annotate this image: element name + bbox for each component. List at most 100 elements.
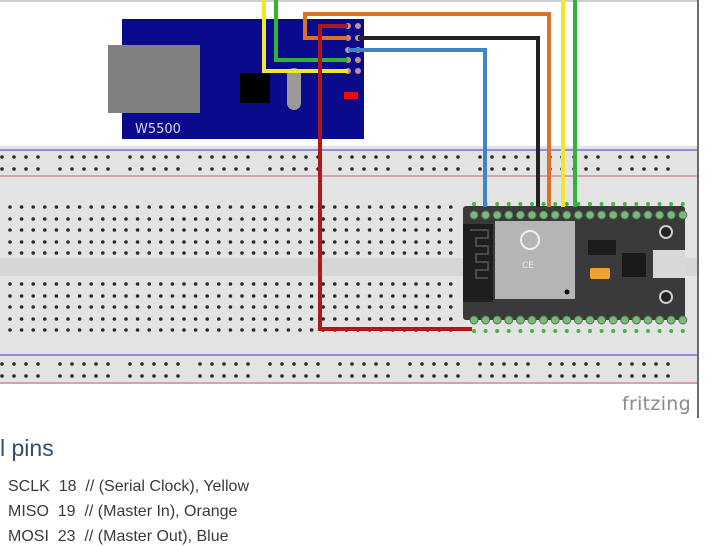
breadboard-hole	[228, 294, 233, 298]
breadboard-hole	[240, 228, 244, 232]
breadboard-hole	[280, 374, 284, 378]
breadboard-hole	[449, 294, 453, 298]
breadboard-hole	[112, 305, 117, 309]
connected-hole	[564, 202, 569, 206]
breadboard-hole	[298, 305, 302, 309]
wire-red-power	[318, 24, 472, 331]
breadboard-hole	[101, 217, 105, 221]
breadboard-hole	[630, 374, 634, 378]
breadboard-hole	[642, 167, 646, 171]
breadboard-hole	[449, 240, 453, 244]
esp32-pin	[527, 315, 537, 325]
breadboard-hole	[112, 251, 117, 255]
breadboard-hole	[596, 374, 600, 378]
breadboard-hole	[240, 251, 244, 255]
breadboard-hole	[449, 282, 453, 286]
breadboard-hole	[333, 294, 337, 298]
connected-hole	[622, 202, 627, 206]
breadboard-hole	[386, 155, 390, 159]
breadboard-hole	[8, 317, 12, 321]
breadboard-hole	[304, 167, 308, 171]
esp-wroom-shield	[495, 221, 575, 299]
breadboard-hole	[124, 305, 128, 309]
esp32-pin	[539, 210, 549, 220]
breadboard-hole	[222, 362, 226, 366]
breadboard-hole	[386, 167, 390, 171]
breadboard-hole	[228, 282, 233, 286]
connected-hole	[588, 329, 592, 333]
breadboard-hole	[170, 240, 175, 244]
breadboard-hole	[321, 305, 326, 309]
breadboard-hole	[159, 305, 163, 309]
breadboard-hole	[437, 251, 442, 255]
breadboard-hole	[344, 228, 349, 232]
pin-comment: // (Master In), Orange	[84, 503, 238, 520]
esp32-pin	[481, 315, 491, 325]
esp32-pin	[573, 315, 583, 325]
breadboard-hole	[31, 228, 35, 232]
pin-line-miso: MISO 19 // (Master In), Orange	[8, 503, 237, 521]
pin-comment: // (Master Out), Blue	[84, 528, 229, 545]
connected-hole	[472, 202, 476, 206]
breadboard-hole	[618, 374, 622, 378]
breadboard-hole	[490, 167, 494, 171]
module-label: W5500	[135, 122, 181, 137]
esp32-pin	[620, 315, 630, 325]
breadboard-hole	[54, 305, 59, 309]
breadboard-hole	[379, 282, 384, 286]
breadboard-hole	[386, 374, 390, 378]
breadboard-hole	[152, 362, 156, 366]
breadboard-hole	[135, 317, 140, 321]
breadboard-hole	[36, 167, 40, 171]
breadboard-hole	[222, 155, 226, 159]
breadboard-hole	[251, 328, 256, 332]
breadboard-hole	[135, 282, 140, 286]
connected-hole	[541, 202, 546, 206]
breadboard-hole	[164, 167, 168, 171]
breadboard-holes	[0, 155, 670, 378]
breadboard-hole	[112, 328, 117, 332]
fritzing-watermark: fritzing	[622, 393, 691, 415]
breadboard-hole	[572, 374, 576, 378]
breadboard-hole	[298, 240, 302, 244]
breadboard-hole	[437, 294, 442, 298]
breadboard-hole	[502, 167, 506, 171]
breadboard-hole	[309, 240, 314, 244]
breadboard-hole	[106, 167, 110, 171]
breadboard-hole	[514, 362, 518, 366]
breadboard-hole	[309, 217, 314, 221]
breadboard-hole	[31, 251, 35, 255]
esp32-pin	[492, 315, 502, 325]
breadboard-hole	[77, 251, 82, 255]
breadboard-hole	[77, 217, 82, 221]
breadboard-hole	[449, 217, 453, 221]
breadboard-hole	[193, 282, 198, 286]
breadboard-hole	[70, 155, 74, 159]
breadboard-hole	[321, 317, 326, 321]
breadboard-hole	[309, 205, 314, 209]
breadboard-hole	[170, 328, 175, 332]
module-pin	[355, 57, 361, 63]
esp32-header-pins	[469, 202, 688, 333]
breadboard-hole	[198, 362, 202, 366]
breadboard-hole	[263, 217, 268, 221]
connected-hole	[576, 329, 581, 333]
breadboard-hole	[367, 228, 372, 232]
connected-hole	[506, 202, 511, 206]
breadboard-hole	[147, 251, 151, 255]
breadboard-hole	[292, 155, 296, 159]
breadboard-hole	[321, 205, 326, 209]
breadboard-hole	[176, 167, 180, 171]
breadboard-hole	[298, 205, 302, 209]
breadboard-hole	[217, 205, 221, 209]
breadboard-hole	[112, 282, 117, 286]
breadboard-hole	[344, 240, 349, 244]
connected-hole	[680, 202, 685, 206]
breadboard-hole	[286, 317, 291, 321]
connected-hole	[506, 329, 511, 333]
wire-green	[274, 0, 348, 62]
breadboard-hole	[584, 374, 588, 378]
breadboard-hole	[193, 205, 198, 209]
breadboard-hole	[444, 374, 448, 378]
